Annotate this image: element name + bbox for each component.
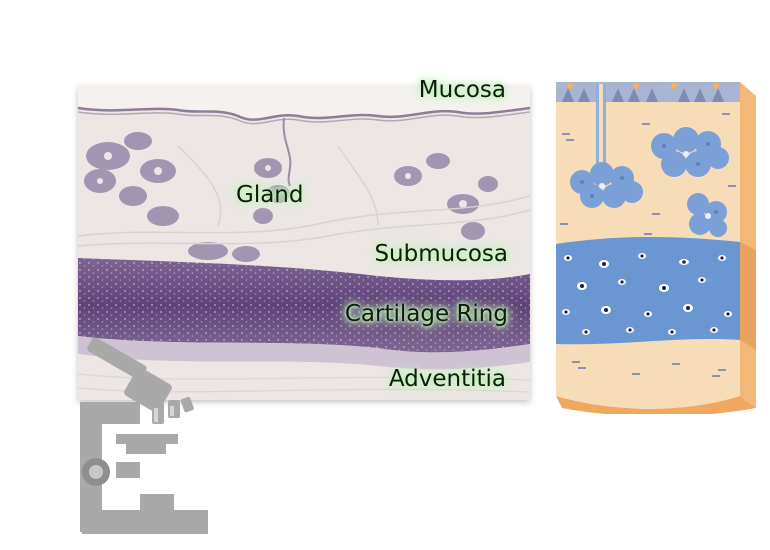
label-submucosa: Submucosa — [374, 241, 508, 267]
label-mucosa: Mucosa — [418, 77, 506, 103]
label-cartilage-ring: Cartilage Ring — [344, 301, 508, 327]
microscope-icon — [76, 337, 216, 540]
schematic-glands — [570, 127, 729, 237]
tissue-schematic — [552, 74, 758, 418]
label-adventitia: Adventitia — [388, 366, 506, 392]
mucosa-lining — [78, 106, 530, 121]
label-gland: Gland — [236, 182, 304, 208]
tissue-micrograph — [78, 86, 530, 400]
